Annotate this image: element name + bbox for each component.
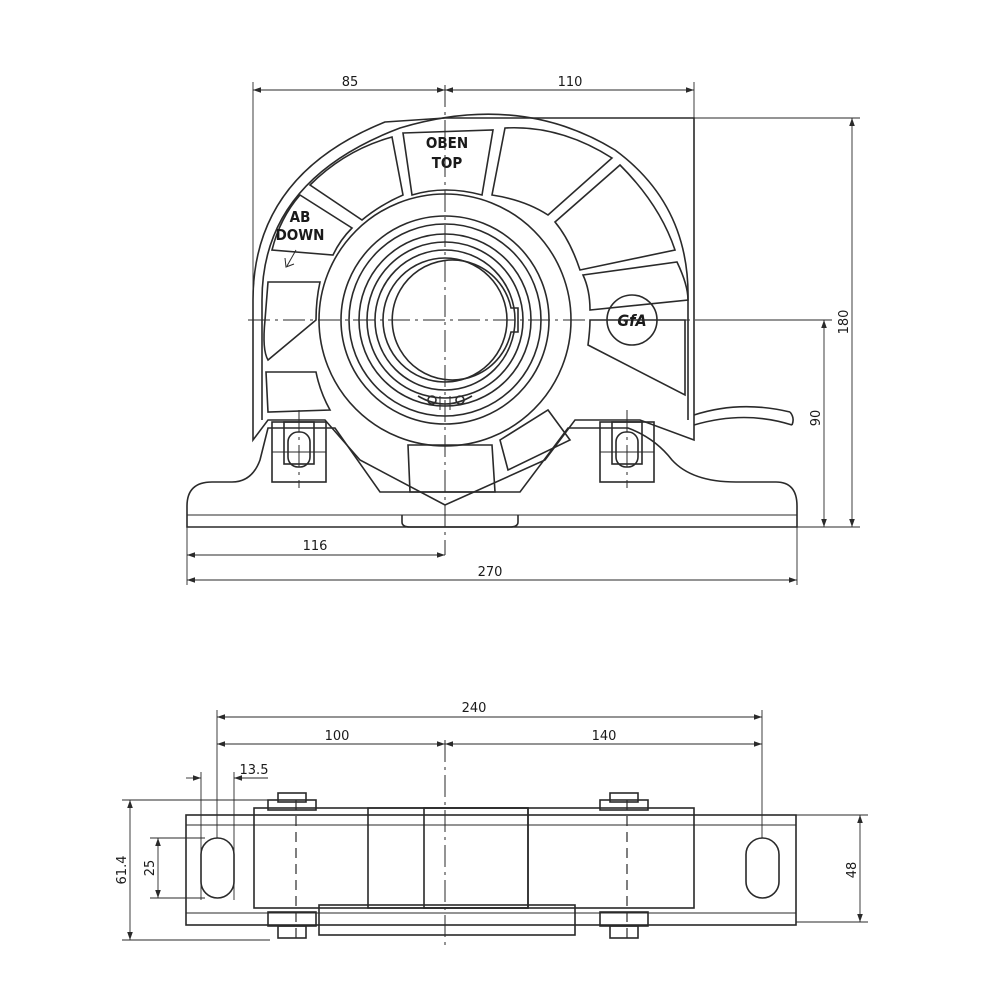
svg-text:240: 240 xyxy=(462,701,487,716)
down-mark-line2: DOWN xyxy=(276,226,325,244)
dim-total-height: 180 xyxy=(694,117,860,528)
plan-bolts xyxy=(267,792,649,939)
base-foot-outline xyxy=(186,427,798,528)
plan-housing xyxy=(253,807,695,909)
svg-text:90: 90 xyxy=(809,410,824,427)
down-arrow-icon xyxy=(284,249,297,268)
plan-base-plate xyxy=(185,814,797,926)
down-mark-line1: AB xyxy=(290,208,311,226)
housing-ribs xyxy=(263,126,689,493)
svg-text:180: 180 xyxy=(837,310,852,335)
dim-shaft-height: 90 xyxy=(695,319,832,527)
svg-text:13.5: 13.5 xyxy=(240,763,269,778)
dim-slot-width: 13.5 xyxy=(186,763,268,900)
plan-view: 240 100 140 13.5 61.4 25 xyxy=(115,701,868,950)
shaft-bore xyxy=(391,259,519,381)
svg-text:116: 116 xyxy=(303,539,328,554)
top-mark-line2: TOP xyxy=(432,154,463,172)
cable xyxy=(693,405,794,426)
slot-right xyxy=(745,837,780,899)
dim-plan-depth: 61.4 xyxy=(115,799,270,941)
dim-plan-height-right: 48 xyxy=(796,814,868,923)
housing-outer-arc xyxy=(261,113,689,420)
front-view: GfA OBEN TOP AB DOWN 85 110 xyxy=(186,75,860,585)
housing-outline xyxy=(252,117,695,506)
svg-text:GfA: GfA xyxy=(617,311,646,330)
svg-text:85: 85 xyxy=(342,75,359,90)
svg-text:100: 100 xyxy=(325,729,350,744)
svg-text:270: 270 xyxy=(478,565,503,580)
dim-plan-widths: 240 100 140 xyxy=(216,701,763,838)
svg-text:140: 140 xyxy=(592,729,617,744)
dim-top-width: 85 110 xyxy=(252,75,695,300)
top-mark-line1: OBEN xyxy=(426,134,468,152)
svg-text:61.4: 61.4 xyxy=(115,856,130,885)
svg-text:48: 48 xyxy=(845,862,860,879)
slot-left xyxy=(200,837,235,899)
svg-text:25: 25 xyxy=(143,860,158,877)
dim-base: 116 270 xyxy=(186,527,798,585)
base-center-boss xyxy=(401,515,519,528)
svg-text:110: 110 xyxy=(558,75,583,90)
dim-slot-length: 25 xyxy=(143,837,205,899)
